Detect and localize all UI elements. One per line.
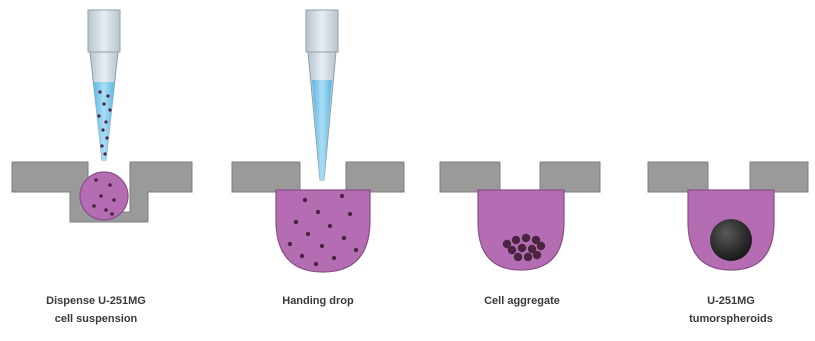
label-line: U-251MG (646, 292, 815, 310)
label-line: cell suspension (11, 310, 181, 328)
step-dispense (12, 10, 192, 222)
step-label-tumorspheroids: U-251MG tumorspheroids (646, 292, 815, 328)
step-label-dispense: Dispense U-251MG cell suspension (11, 292, 181, 328)
label-line: Dispense U-251MG (11, 292, 181, 310)
pipette-icon (306, 10, 338, 180)
step-cell-aggregate (440, 162, 600, 270)
label-line: tumorspheroids (646, 310, 815, 328)
step-hanging-drop (232, 10, 404, 272)
label-line: Handing drop (233, 292, 403, 310)
pipette-icon (88, 10, 120, 160)
drop (276, 190, 370, 272)
drop (80, 172, 128, 220)
step-label-hanging-drop: Handing drop (233, 292, 403, 310)
step-label-cell-aggregate: Cell aggregate (437, 292, 607, 310)
label-line: Cell aggregate (437, 292, 607, 310)
tumorspheroid (710, 219, 752, 261)
step-tumorspheroids (648, 162, 808, 270)
